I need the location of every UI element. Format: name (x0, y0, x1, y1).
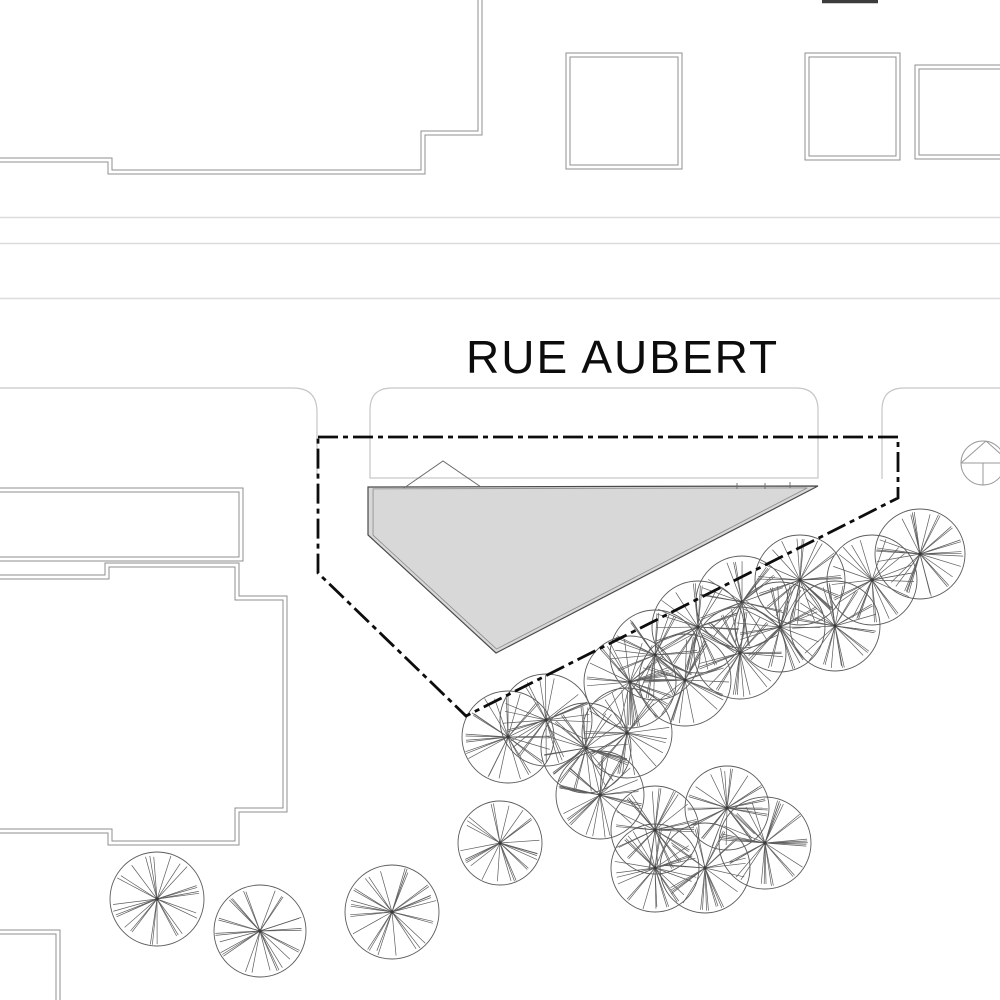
tree-symbol (695, 555, 789, 649)
tree-symbol (610, 823, 700, 913)
tree-symbol (499, 673, 593, 767)
curb-layer (0, 387, 1000, 479)
entrance-canopy (403, 460, 482, 489)
building-south-west-corner (0, 929, 61, 1000)
tree-symbol (555, 750, 645, 840)
street-lines-layer (0, 216, 1000, 300)
site-symbol (960, 440, 1000, 486)
tree-symbol (457, 800, 543, 886)
building-north-west (0, 0, 483, 175)
tree-symbol (874, 508, 966, 600)
tree-symbol (734, 581, 826, 673)
tree-symbol (344, 864, 440, 960)
tree-symbol (651, 580, 745, 674)
tree-symbol (581, 687, 673, 779)
parcel-layer (367, 460, 819, 654)
building-north-square-3 (914, 64, 1000, 160)
building-north-square-2 (804, 52, 901, 161)
tree-symbol (718, 796, 812, 890)
boundary-layer (316, 435, 900, 718)
parcel-building (367, 485, 819, 654)
building-west-upper (0, 487, 244, 562)
tree-symbol (540, 702, 632, 794)
building-west-main (0, 562, 288, 846)
tree-symbol (789, 580, 881, 672)
building-north-square-1 (565, 52, 683, 170)
property-boundary (316, 435, 900, 718)
tree-symbol (659, 822, 751, 914)
parcel-inner-wall-line (372, 487, 808, 650)
tree-symbol (610, 785, 700, 875)
tree-symbol (213, 884, 307, 978)
tree-symbol (684, 765, 770, 851)
trees-layer (109, 508, 966, 978)
tree-symbol (109, 851, 205, 947)
